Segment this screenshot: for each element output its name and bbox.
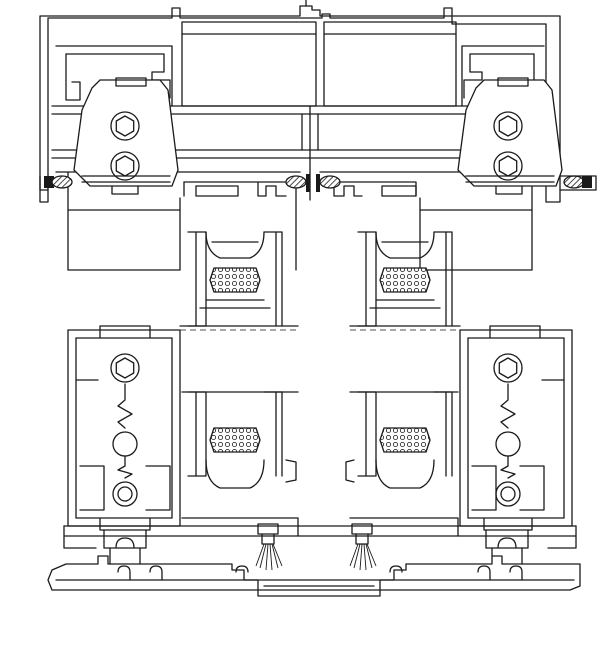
glazing-bead-left — [187, 231, 297, 489]
bottom-carriage-left — [67, 325, 181, 549]
brush-seal-right — [349, 523, 377, 571]
top-seal-gaskets — [39, 174, 597, 192]
bottom-sill — [63, 517, 577, 549]
bottom-track — [47, 547, 581, 597]
glazing-bead-right — [345, 231, 453, 489]
sash-rails — [179, 325, 461, 393]
roller-carriage-right — [457, 77, 563, 195]
brush-seal-left — [255, 523, 283, 571]
bottom-carriage-right — [459, 325, 573, 549]
roller-carriage-left — [73, 77, 179, 195]
